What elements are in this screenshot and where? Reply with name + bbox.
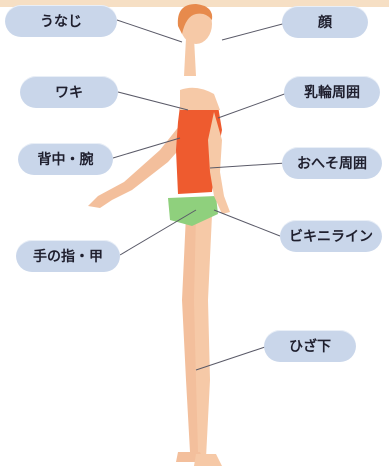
label-nipple-area: 乳輪周囲 — [284, 76, 380, 108]
label-bikini-line: ビキニライン — [280, 220, 382, 252]
label-unaji: うなじ — [5, 5, 117, 37]
line-face — [222, 22, 290, 40]
line-nipple-area — [218, 92, 290, 118]
label-fingers: 手の指・甲 — [16, 240, 120, 272]
label-below-knee: ひざ下 — [264, 330, 356, 362]
label-navel-area: おへそ周囲 — [282, 147, 382, 179]
label-face: 顔 — [282, 6, 368, 38]
shoulder — [180, 88, 220, 110]
label-back-arm: 背中・腕 — [18, 143, 113, 175]
right-foot — [194, 454, 222, 466]
line-navel-area — [210, 163, 286, 168]
line-unaji — [117, 20, 182, 42]
line-bikini-line — [214, 210, 280, 236]
label-armpit: ワキ — [20, 76, 118, 108]
line-armpit — [118, 92, 188, 110]
